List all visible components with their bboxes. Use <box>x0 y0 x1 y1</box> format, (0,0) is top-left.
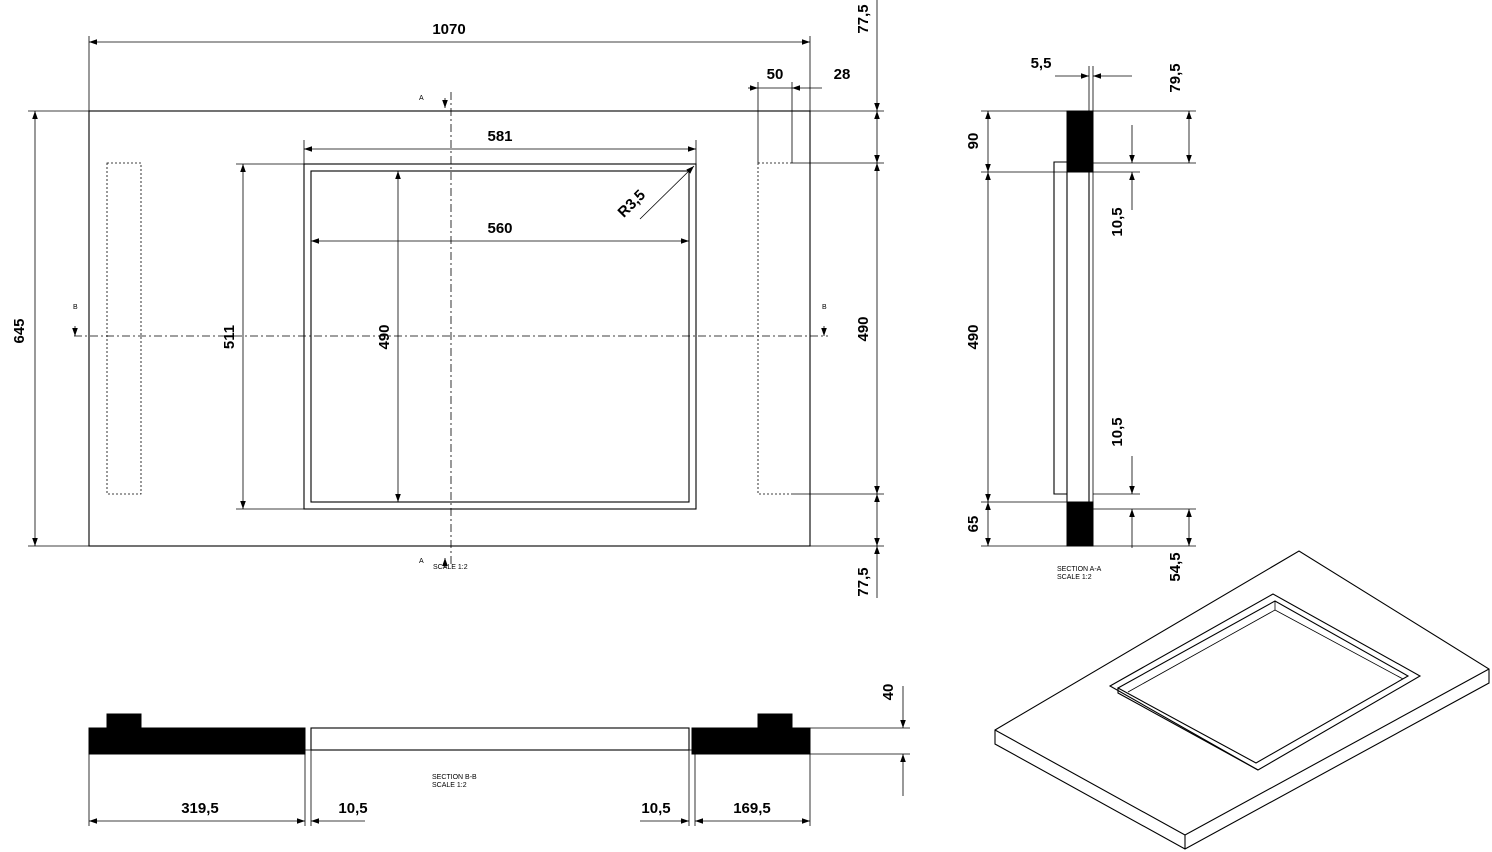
dim-section-b-lip-right: 10,5 <box>641 800 670 817</box>
top-view-scale: SCALE 1:2 <box>433 564 468 571</box>
section-b-right-boss <box>757 713 793 729</box>
dim-bottom-margin: 77,5 <box>855 567 872 596</box>
dim-section-a-lip-top: 10,5 <box>1109 207 1126 236</box>
dim-right-strip: 50 <box>767 66 784 83</box>
isometric-view <box>994 550 1490 850</box>
section-mark-a-bottom: A <box>419 558 424 565</box>
dim-section-a-inner-height: 490 <box>965 324 982 349</box>
section-b-glass <box>310 727 690 751</box>
dim-section-a-top-height: 90 <box>965 133 982 150</box>
iso-panel <box>994 550 1490 850</box>
section-b-scale: SCALE 1:2 <box>432 782 467 789</box>
panel-outline <box>88 110 811 547</box>
dim-corner-radius: R3,5 <box>615 187 649 221</box>
dim-overall-width: 1070 <box>432 21 465 38</box>
section-a-scale: SCALE 1:2 <box>1057 574 1092 581</box>
cutout-inner <box>310 170 690 503</box>
section-b-left-boss <box>106 713 142 729</box>
dim-top-margin: 77,5 <box>855 4 872 33</box>
section-b-view: 319,5 10,5 10,5 169,5 40 SECTION B-B SCA… <box>88 684 910 826</box>
dim-section-a-thickness: 5,5 <box>1031 55 1052 72</box>
dim-section-a-lip-bottom: 10,5 <box>1109 417 1126 446</box>
dim-right-inner-height: 490 <box>855 316 872 341</box>
dim-section-b-thickness: 40 <box>880 684 897 701</box>
section-b-left-solid <box>88 727 306 755</box>
dim-cutout-inner-height: 490 <box>376 324 393 349</box>
dim-section-b-right: 169,5 <box>733 800 771 817</box>
dim-section-b-left: 319,5 <box>181 800 219 817</box>
section-mark-b-right: B <box>822 304 827 311</box>
section-a-view: 5,5 79,5 90 10,5 490 10,5 65 54,5 SECTIO… <box>965 55 1196 582</box>
section-mark-b-left: B <box>73 304 78 311</box>
section-mark-a-top: A <box>419 95 424 102</box>
dim-section-a-bottom-offset: 54,5 <box>1167 552 1184 581</box>
dim-cutout-outer-width: 581 <box>487 128 512 145</box>
section-a-title: SECTION A-A <box>1057 566 1102 573</box>
iso-cutout-outer <box>1108 593 1422 771</box>
dim-overall-height: 645 <box>11 318 28 343</box>
dim-right-edge: 28 <box>834 66 851 83</box>
dim-cutout-inner-width: 560 <box>487 220 512 237</box>
dim-cutout-outer-height: 511 <box>221 325 238 349</box>
right-slot <box>757 163 792 495</box>
dim-section-a-top-offset: 79,5 <box>1167 63 1184 92</box>
top-view: 1070 581 560 R3,5 50 28 645 511 490 490 … <box>11 0 884 598</box>
section-a-top-solid <box>1066 110 1094 173</box>
cutout-outer <box>303 163 697 510</box>
section-b-right-solid <box>691 727 811 755</box>
dim-section-a-bottom-height: 65 <box>965 516 982 533</box>
iso-cutout-inner <box>1116 600 1410 764</box>
section-a-bottom-solid <box>1066 501 1094 547</box>
dim-section-b-lip-left: 10,5 <box>338 800 367 817</box>
section-b-title: SECTION B-B <box>432 774 477 781</box>
left-slot <box>106 162 142 495</box>
section-a-lip <box>1053 161 1067 495</box>
